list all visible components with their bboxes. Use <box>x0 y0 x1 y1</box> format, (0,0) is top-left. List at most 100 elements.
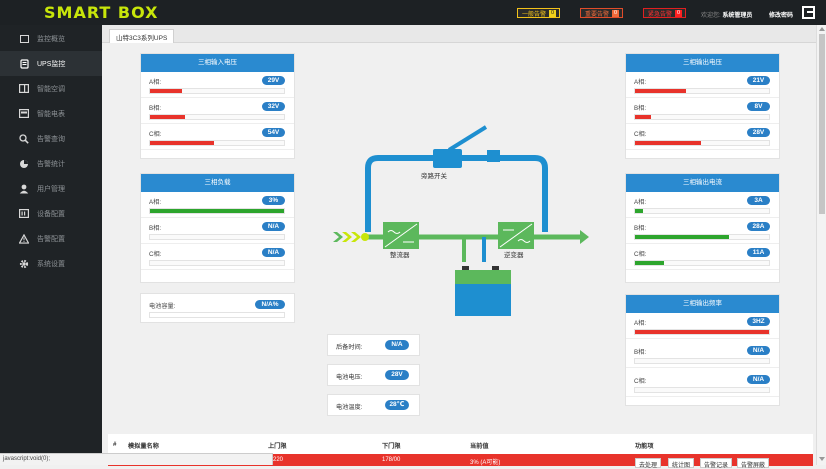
value-badge: 29V <box>262 76 285 85</box>
bypass-line-left <box>365 155 433 232</box>
inverter-label: 逆变器 <box>504 250 524 259</box>
level-bar <box>149 208 285 214</box>
chart-button[interactable]: 统计图 <box>668 458 695 469</box>
table-header: 功能项 <box>635 443 654 450</box>
sidebar-item-label: 告警查询 <box>37 135 65 143</box>
tab-bar: 山特3C3系列UPS <box>102 25 816 43</box>
table-header: 当前值 <box>470 443 489 450</box>
phase-label: B相: <box>634 225 647 232</box>
phase-row-a: A相: 3% <box>141 192 294 218</box>
app-logo[interactable]: SMART BOX <box>44 3 159 22</box>
current-value-cell: 3% (A可能) <box>470 460 501 466</box>
input-voltage-panel: 三相输入电压 A相: 29V B相: 32V C相: 54V <box>140 53 295 159</box>
tab-ups-device[interactable]: 山特3C3系列UPS <box>109 29 175 43</box>
panel-title: 三相输出电流 <box>626 174 779 192</box>
input-arrow-icon <box>342 232 352 242</box>
user-name[interactable]: 系统管理员 <box>722 13 753 19</box>
phase-label: A相: <box>634 320 647 327</box>
level-bar <box>634 88 770 94</box>
alarm-record-button[interactable]: 告警记录 <box>700 458 733 469</box>
sidebar-item-meter[interactable]: 智能电表 <box>0 101 102 126</box>
pie-icon <box>19 159 29 168</box>
general-alarm-button[interactable]: 一般告警 0 <box>517 8 561 18</box>
level-bar <box>634 358 770 364</box>
sidebar-item-label: 告警统计 <box>37 160 65 168</box>
switch-contact <box>487 150 500 162</box>
important-alarm-button[interactable]: 重要告警 0 <box>580 8 624 18</box>
level-bar <box>149 88 285 94</box>
value-badge: N/A <box>747 346 770 355</box>
level-bar <box>634 260 770 266</box>
sidebar-item-alarm-stats[interactable]: 告警统计 <box>0 151 102 176</box>
sidebar-item-label: UPS监控 <box>37 60 66 68</box>
battery-capacity-label: 电池容量: <box>149 303 176 310</box>
panel-title: 三相负载 <box>141 174 294 192</box>
phase-row-a: A相: 3HZ <box>626 313 779 339</box>
urgent-alarm-button[interactable]: 紧急告警 0 <box>643 8 687 18</box>
output-current-panel: 三相输出电流 A相: 3A B相: 28A C相: 11A <box>625 173 780 283</box>
value-badge: 3A <box>747 196 770 205</box>
rectifier-label: 整流器 <box>390 250 410 259</box>
sidebar-item-overview[interactable]: 监控概览 <box>0 26 102 51</box>
logout-icon[interactable] <box>802 6 815 19</box>
level-fill <box>635 115 652 119</box>
value-badge: 28A <box>747 222 770 231</box>
panel-title: 三相输出电压 <box>626 54 779 72</box>
phase-label: C相: <box>149 251 162 258</box>
level-bar <box>634 234 770 240</box>
phase-label: B相: <box>149 225 162 232</box>
sidebar-item-label: 智能电表 <box>37 110 65 118</box>
sidebar-item-alarm-config[interactable]: 告警配置 <box>0 226 102 251</box>
level-bar <box>149 114 285 120</box>
level-bar <box>634 329 770 335</box>
scroll-thumb[interactable] <box>819 34 825 214</box>
level-bar <box>149 140 285 146</box>
sidebar-item-system-settings[interactable]: 系统设置 <box>0 251 102 276</box>
phase-row-c: C相: 28V <box>626 124 779 150</box>
sidebar: 监控概览 UPS监控 智能空调 智能电表 告警查询 告警统计 用户管理 <box>0 25 102 465</box>
phase-row-a: A相: 3A <box>626 192 779 218</box>
battery-capacity-value: N/A% <box>255 300 285 309</box>
sidebar-item-label: 设备配置 <box>37 210 65 218</box>
table-header: 上门限 <box>268 443 287 450</box>
battery-voltage-row: 电池电压: 28V <box>327 364 420 386</box>
sidebar-item-ac[interactable]: 智能空调 <box>0 76 102 101</box>
battery-voltage-label: 电池电压: <box>336 374 363 381</box>
ups-flow-diagram: 旁路开关 整流器 逆变器 <box>333 125 589 316</box>
sidebar-item-users[interactable]: 用户管理 <box>0 176 102 201</box>
phase-label: B相: <box>634 349 647 356</box>
level-bar <box>149 234 285 240</box>
backup-time-row: 后备时间: N/A <box>327 334 420 356</box>
general-alarm-count: 0 <box>549 10 557 17</box>
value-badge: N/A <box>747 375 770 384</box>
input-arrow-icon <box>351 232 361 242</box>
bypass-line-right <box>462 155 548 232</box>
change-password-link[interactable]: 修改密码 <box>769 13 794 19</box>
browser-status-bar: javascript:void(0); <box>0 453 273 465</box>
phase-row-c: C相: 11A <box>626 244 779 270</box>
handle-button[interactable]: 去处理 <box>635 458 662 469</box>
scroll-down-arrow-icon[interactable] <box>819 457 825 461</box>
scroll-up-arrow-icon[interactable] <box>819 27 825 31</box>
switch-lever <box>447 125 488 152</box>
monitor-icon <box>19 34 29 43</box>
value-badge: 3% <box>262 196 285 205</box>
backup-time-label: 后备时间: <box>336 344 363 351</box>
phase-row-c: C相: N/A <box>626 368 779 397</box>
level-fill <box>635 89 686 93</box>
level-fill <box>150 89 183 93</box>
user-icon <box>19 184 29 193</box>
sidebar-item-alarm-query[interactable]: 告警查询 <box>0 126 102 151</box>
general-alarm-label: 一般告警 <box>522 12 547 18</box>
sidebar-item-label: 告警配置 <box>37 235 65 243</box>
sidebar-item-device-config[interactable]: 设备配置 <box>0 201 102 226</box>
page-scrollbar[interactable] <box>816 25 826 465</box>
backup-time-value: N/A <box>385 340 409 350</box>
sidebar-item-ups[interactable]: UPS监控 <box>0 51 102 76</box>
alarm-mute-button[interactable]: 告警屏蔽 <box>737 458 770 469</box>
phase-row-b: B相: 28A <box>626 218 779 244</box>
bypass-switch-icon <box>433 149 462 168</box>
phase-label: B相: <box>634 105 647 112</box>
panel-title: 三相输入电压 <box>141 54 294 72</box>
value-badge: N/A <box>262 248 285 257</box>
